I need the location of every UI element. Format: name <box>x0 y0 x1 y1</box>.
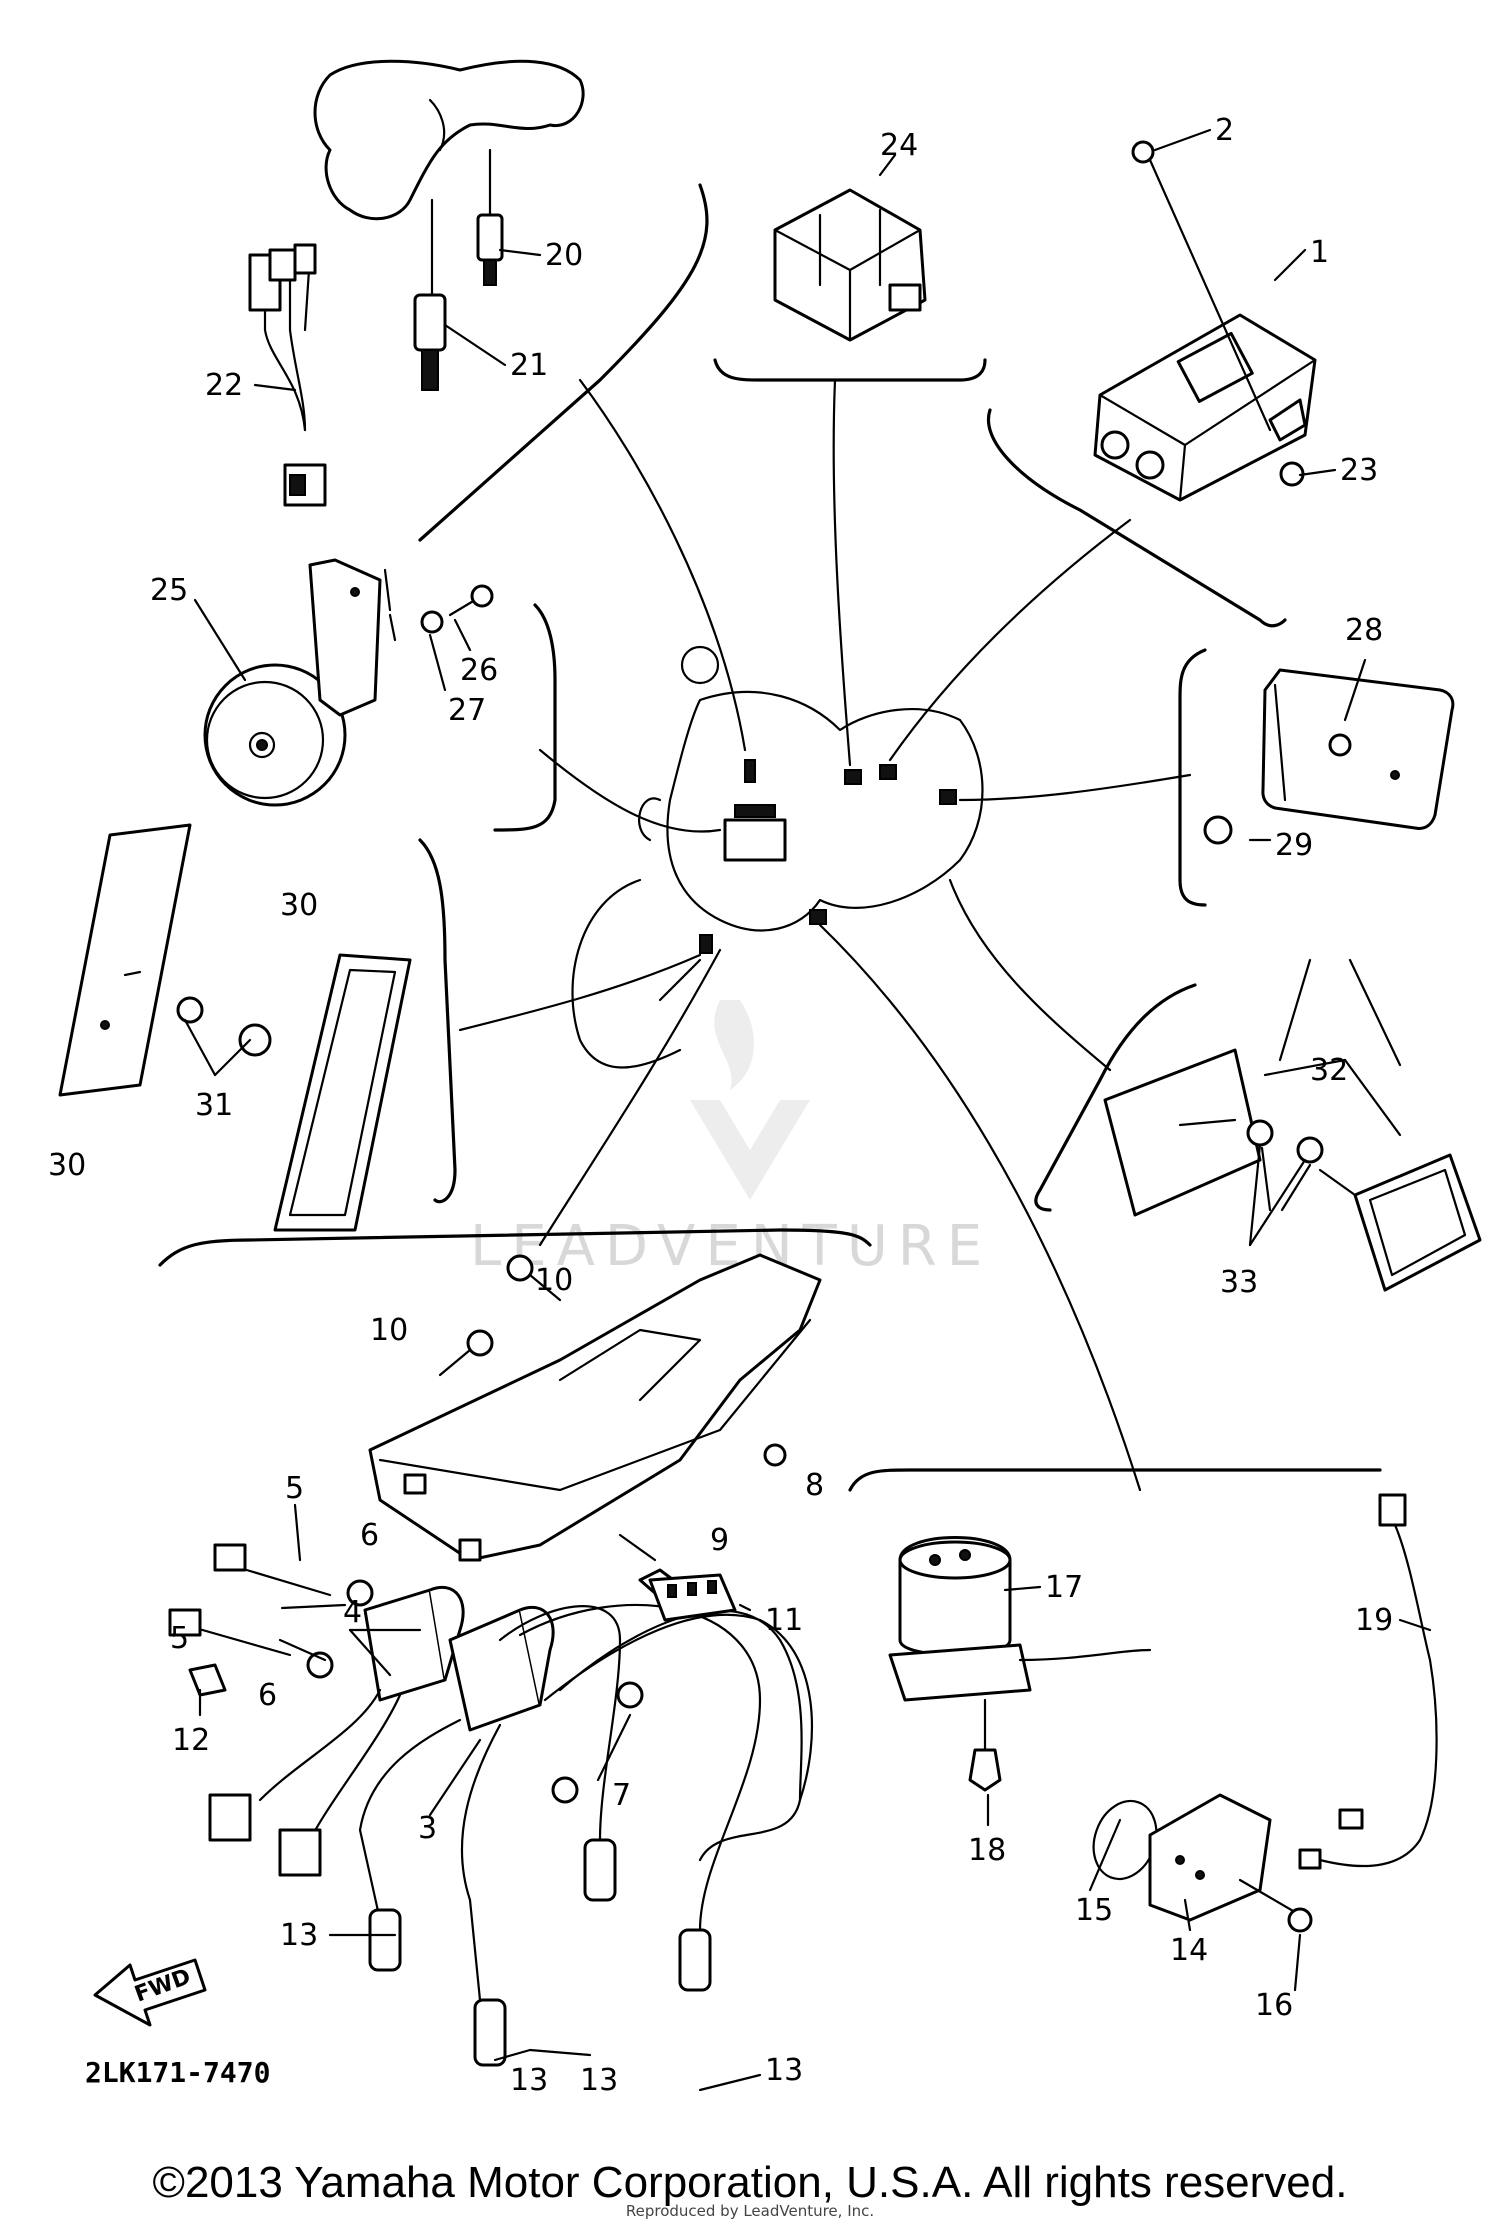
callout-3: 3 <box>418 1811 437 1846</box>
callout-13b: 13 <box>510 2063 548 2098</box>
callout-5a: 5 <box>285 1471 304 1506</box>
callout-24: 24 <box>880 128 918 163</box>
callout-10a: 10 <box>535 1263 573 1298</box>
callout-26: 26 <box>460 653 498 688</box>
callout-11: 11 <box>765 1603 803 1638</box>
callout-23: 23 <box>1340 453 1378 488</box>
callout-19: 19 <box>1355 1603 1393 1638</box>
callout-27: 27 <box>448 693 486 728</box>
callout-13a: 13 <box>280 1918 318 1953</box>
callout-30b: 30 <box>48 1148 86 1183</box>
callout-9: 9 <box>710 1523 729 1558</box>
callout-12: 12 <box>172 1723 210 1758</box>
group-brackets <box>158 183 1382 1492</box>
ignition-coils <box>168 1543 813 2067</box>
reflector-32 <box>1103 1048 1482 1292</box>
handlebar-switch-group <box>248 59 585 507</box>
connector-11 <box>648 1573 737 1622</box>
reproduced-notice: Reproduced by LeadVenture, Inc. <box>625 2202 875 2220</box>
callout-29: 29 <box>1275 828 1313 863</box>
callout-33: 33 <box>1220 1265 1258 1300</box>
relay-24 <box>773 188 927 342</box>
callout-5b: 5 <box>170 1621 189 1656</box>
callout-20: 20 <box>545 238 583 273</box>
callout-25: 25 <box>150 573 188 608</box>
watermark-logo <box>690 1000 810 1200</box>
callout-8: 8 <box>805 1468 824 1503</box>
callout-16: 16 <box>1255 1988 1293 2023</box>
callout-7: 7 <box>612 1778 631 1813</box>
callout-1: 1 <box>1310 235 1329 270</box>
callout-32: 32 <box>1310 1053 1348 1088</box>
callout-15: 15 <box>1075 1893 1113 1928</box>
horn-25 <box>203 558 494 807</box>
callout-31: 31 <box>195 1088 233 1123</box>
callout-6a: 6 <box>360 1518 379 1553</box>
callout-22: 22 <box>205 368 243 403</box>
callout-28: 28 <box>1345 613 1383 648</box>
reflector-30-left <box>58 823 272 1097</box>
callout-18: 18 <box>968 1833 1006 1868</box>
callout-6b: 6 <box>258 1678 277 1713</box>
diagram-code: 2LK171-7470 <box>85 2056 270 2089</box>
callout-leaders <box>183 128 1432 2092</box>
frame-outline <box>571 645 984 1069</box>
fwd-arrow: FWD <box>93 1958 207 2027</box>
copyright-notice: ©2013 Yamaha Motor Corporation, U.S.A. A… <box>152 2158 1348 2207</box>
callout-13c: 13 <box>765 2053 803 2088</box>
callout-4: 4 <box>343 1595 362 1630</box>
callout-10b: 10 <box>370 1313 408 1348</box>
reflector-30-center <box>273 953 412 1232</box>
cdi-unit-1 <box>1093 140 1317 502</box>
callout-30a: 30 <box>280 888 318 923</box>
tail-light-28 <box>1203 668 1455 845</box>
callout-13d: 13 <box>580 2063 618 2098</box>
callout-21: 21 <box>510 348 548 383</box>
sender-unit-17 <box>888 1493 1438 1933</box>
callout-17: 17 <box>1045 1570 1083 1605</box>
leader-lines <box>458 378 1192 1492</box>
callout-14: 14 <box>1170 1933 1208 1968</box>
callout-labels: 1 2 3 4 5 5 6 6 7 8 9 10 10 11 12 13 13 … <box>48 113 1393 2098</box>
callout-2: 2 <box>1215 113 1234 148</box>
coil-cover-9 <box>368 1253 822 1562</box>
